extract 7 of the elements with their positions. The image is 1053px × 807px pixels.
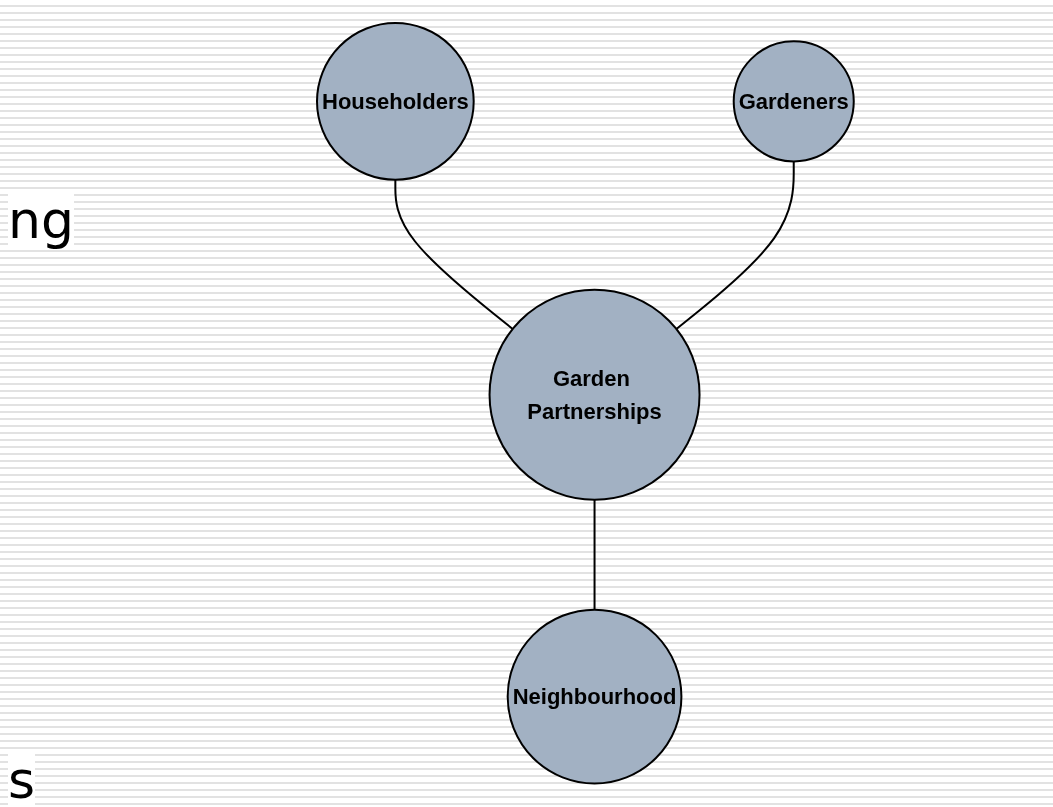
connector (393, 178, 514, 331)
node-circle: Householders (315, 22, 475, 181)
node-circle: Garden Partnerships (488, 288, 701, 501)
node-circle: Neighbourhood (506, 608, 683, 785)
connector (593, 498, 596, 611)
node-circle: Gardeners (732, 40, 855, 163)
connector (675, 160, 795, 331)
